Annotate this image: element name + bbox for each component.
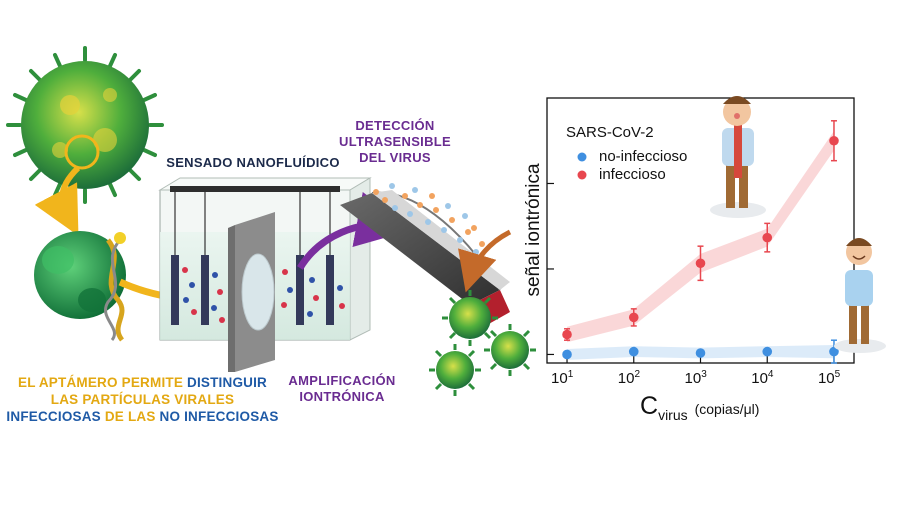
nanofluidic-cell — [158, 177, 372, 372]
caption-line1: EL APTÁMERO PERMITE DISTINGUIR — [0, 374, 285, 391]
caption-text: INFECCIOSAS — [6, 409, 105, 424]
legend-label-noninfectious: no-infeccioso — [599, 148, 688, 165]
x-tick-base: 10 — [751, 370, 768, 387]
data-point — [562, 349, 572, 360]
label-detection: DETECCIÓN ULTRASENSIBLE DEL VIRUS — [335, 118, 455, 166]
caption-text: LAS PARTÍCULAS VIRALES — [50, 392, 235, 407]
series-marks — [562, 120, 839, 364]
caption-text: DISTINGUIR — [187, 375, 268, 390]
x-tick-exponent: 2 — [634, 369, 640, 380]
caption-text: NO INFECCIOSAS — [159, 409, 279, 424]
label-amplification-line1: AMPLIFICACIÓN — [288, 373, 396, 388]
series-band — [567, 130, 834, 343]
x-axis-label-unit: (copias/μl) — [694, 401, 760, 417]
caption-text: EL APTÁMERO PERMITE — [17, 375, 187, 390]
label-detection-line2: ULTRASENSIBLE — [339, 134, 451, 149]
aptamer-protein — [34, 231, 126, 342]
data-point — [695, 348, 706, 358]
caption-text: DE LAS — [104, 409, 160, 424]
x-tick-base: 10 — [551, 370, 568, 387]
y-ticks — [547, 182, 554, 356]
x-tick-exponent: 3 — [701, 369, 707, 380]
data-point — [628, 346, 639, 357]
healthy-person-illustration — [834, 238, 886, 353]
x-tick-exponent: 4 — [767, 369, 774, 380]
label-detection-line3: DEL VIRUS — [359, 150, 431, 165]
virus-small-group — [429, 290, 536, 396]
x-axis-label: Cvirus (copias/μl) — [640, 392, 759, 423]
x-tick-label: 105 — [818, 369, 840, 387]
x-tick-base: 10 — [684, 370, 702, 387]
arrow-orange — [458, 229, 512, 293]
x-tick-exponent: 1 — [567, 369, 574, 380]
data-point — [695, 258, 706, 269]
label-sensing: SENSADO NANOFLUÍDICO — [166, 155, 340, 170]
label-amplification: AMPLIFICACIÓN IONTRÓNICA — [282, 373, 402, 405]
arrow-yellow-down — [34, 165, 81, 236]
x-tick-base: 10 — [617, 370, 635, 387]
caption-line2: LAS PARTÍCULAS VIRALES — [0, 391, 285, 408]
x-tick-label: 102 — [618, 369, 640, 387]
data-point — [562, 329, 572, 340]
legend-marker-infectious — [577, 170, 587, 180]
data-point — [762, 232, 773, 243]
data-point — [762, 346, 773, 357]
x-tick-exponent: 5 — [834, 369, 841, 380]
data-point — [829, 346, 839, 357]
legend-marker-noninfectious — [577, 152, 587, 162]
aptamer-caption: EL APTÁMERO PERMITE DISTINGUIR LAS PARTÍ… — [0, 374, 285, 425]
x-tick-label: 103 — [685, 369, 707, 387]
data-point — [829, 135, 839, 146]
x-tick-base: 10 — [817, 370, 835, 387]
y-axis-label: señal iontrónica — [523, 163, 544, 297]
x-axis-label-main: C — [640, 392, 659, 420]
virus-large — [6, 46, 164, 204]
x-tick-label: 104 — [751, 369, 773, 387]
sick-person-illustration — [710, 96, 766, 218]
data-point — [628, 312, 639, 323]
x-axis-label-sub: virus — [658, 407, 688, 423]
legend-title: SARS-CoV-2 — [566, 124, 654, 141]
label-amplification-line2: IONTRÓNICA — [299, 389, 385, 404]
chart-legend — [577, 152, 587, 180]
caption-line3: INFECCIOSAS DE LAS NO INFECCIOSAS — [0, 408, 285, 425]
legend-label-infectious: infeccioso — [599, 166, 666, 183]
label-detection-line1: DETECCIÓN — [355, 118, 435, 133]
x-tick-label: 101 — [551, 369, 573, 387]
